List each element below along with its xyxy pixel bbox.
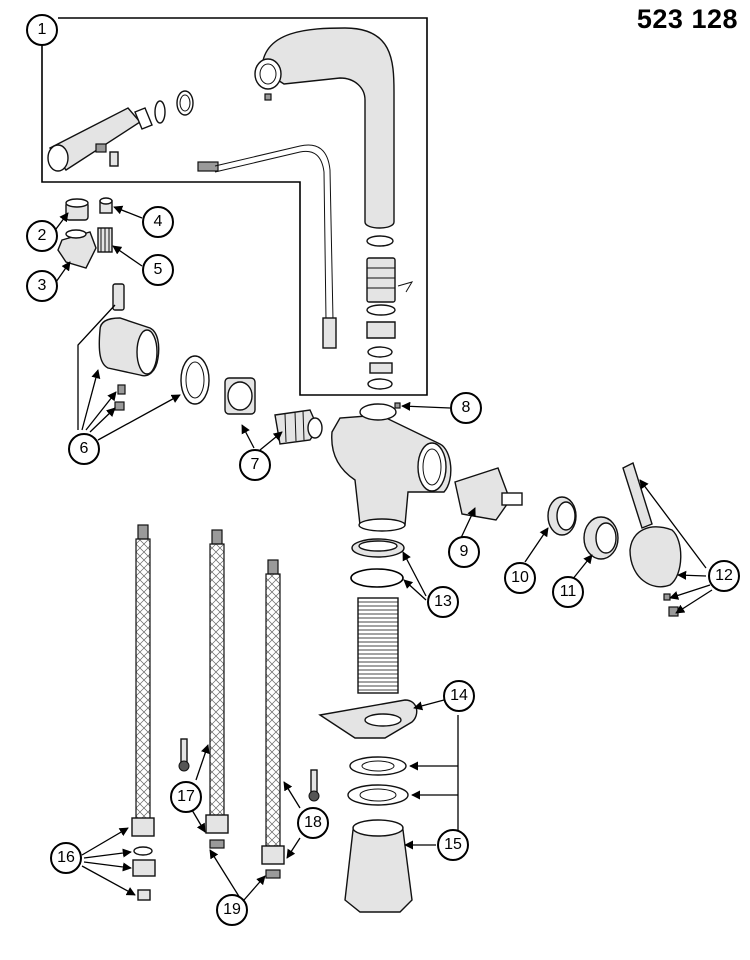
- aerator-hose-part: [47, 90, 194, 172]
- part-3-handle: [57, 229, 97, 269]
- part-10-ring: [547, 496, 577, 536]
- callout-16: 16: [50, 842, 82, 874]
- callout-4: 4: [142, 206, 174, 238]
- callout-2: 2: [26, 220, 58, 252]
- part-2-cap: [65, 198, 89, 221]
- callout-5: 5: [142, 254, 174, 286]
- callout-1: 1: [26, 14, 58, 46]
- callout-14: 14: [443, 680, 475, 712]
- part-number: 523 128: [636, 4, 738, 34]
- pull-out-hose-part: [197, 144, 337, 349]
- part-6-handle-set: [98, 283, 210, 411]
- callout-10: 10: [504, 562, 536, 594]
- callout-15: 15: [437, 829, 469, 861]
- part-8-mixer-body: [331, 402, 452, 532]
- callout-7: 7: [239, 449, 271, 481]
- callout-17: 17: [170, 781, 202, 813]
- callout-13: 13: [427, 586, 459, 618]
- part-11-cover: [583, 516, 619, 560]
- callout-3: 3: [26, 270, 58, 302]
- spout-assembly-frame: [41, 17, 428, 396]
- spout-body-part: [254, 27, 395, 229]
- callout-19: 19: [216, 894, 248, 926]
- part-7-cartridge: [224, 377, 323, 445]
- spout-seals-part: [366, 235, 414, 390]
- threaded-shank-part: [357, 597, 399, 694]
- callout-6: 6: [68, 433, 100, 465]
- part-5-spindle: [97, 227, 113, 253]
- part-18-hose: [261, 559, 320, 879]
- callout-12: 12: [708, 560, 740, 592]
- part-17-hose: [178, 529, 229, 849]
- part-12-handle: [622, 462, 682, 617]
- part-4-sleeve: [99, 197, 113, 214]
- part-15-nut: [344, 756, 413, 913]
- callout-18: 18: [297, 807, 329, 839]
- leader-lines: [55, 205, 713, 901]
- callout-8: 8: [450, 392, 482, 424]
- part-14-bracket: [318, 699, 418, 739]
- part-13-seals: [350, 538, 405, 588]
- callout-11: 11: [552, 576, 584, 608]
- callout-9: 9: [448, 536, 480, 568]
- part-9-cartridge: [454, 467, 523, 521]
- part-16-hose: [131, 524, 156, 901]
